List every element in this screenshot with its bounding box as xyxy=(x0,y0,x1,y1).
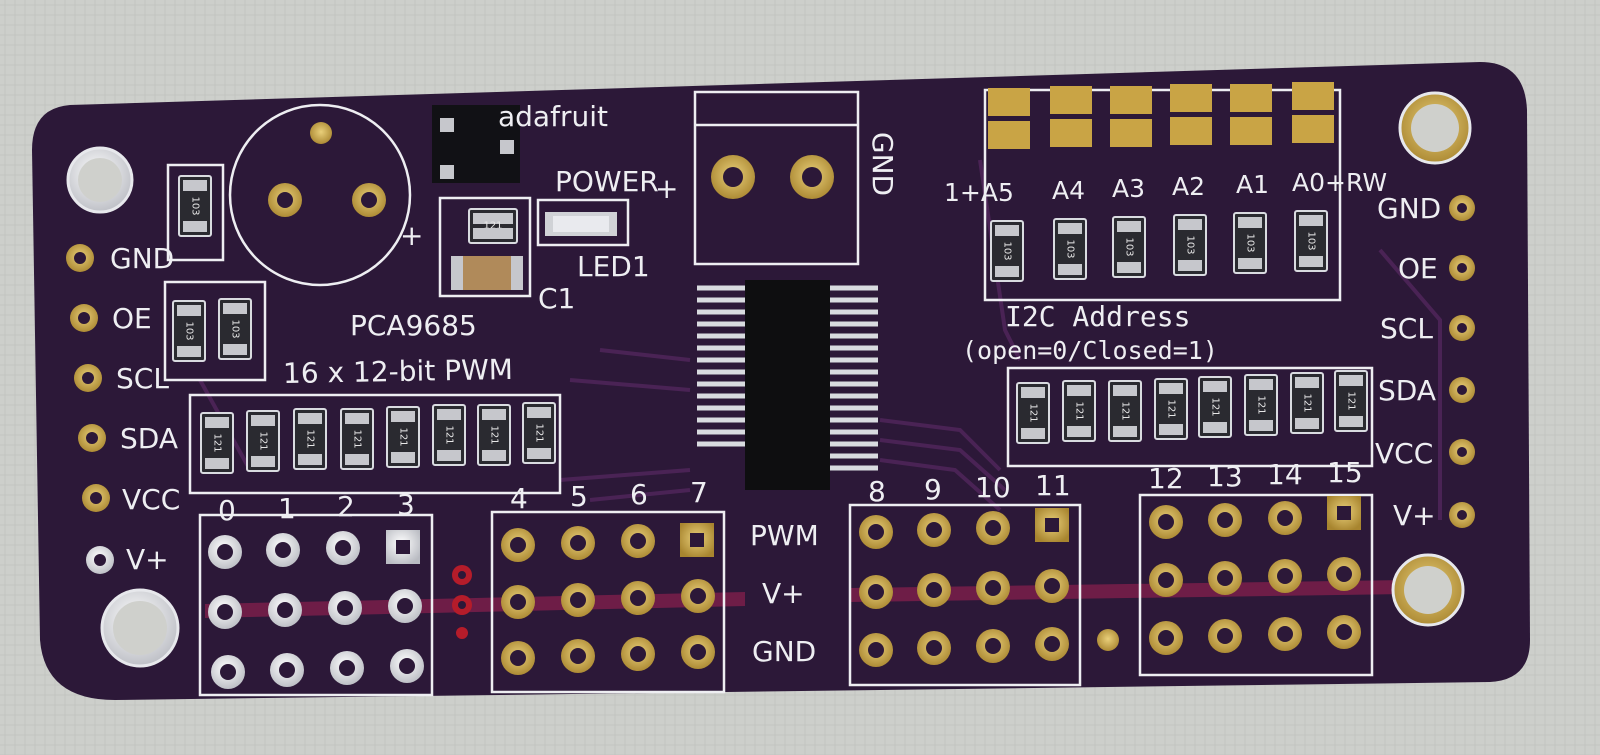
terminal-gnd-label: GND xyxy=(866,131,900,197)
row-label-pwm: PWM xyxy=(750,519,819,552)
resistor: 121 xyxy=(432,404,466,466)
capacitor-c1 xyxy=(451,256,523,290)
servo-headers-4-7 xyxy=(501,523,715,675)
left-pin-label: SDA xyxy=(120,422,178,455)
resistor: 121 xyxy=(340,408,374,470)
address-bit-label: A0+RW xyxy=(1292,168,1388,197)
channel-number: 9 xyxy=(924,473,942,506)
left-pin-label: GND xyxy=(110,242,175,275)
channel-number: 14 xyxy=(1267,458,1303,491)
resistor: 103 xyxy=(172,300,206,362)
silkscreen-lines xyxy=(163,88,1374,697)
brand-logo-text: adafruit xyxy=(498,100,608,133)
address-bit-label: 1+A5 xyxy=(944,178,1014,207)
left-pin-label: SCL xyxy=(116,362,169,395)
servo-headers-0-3 xyxy=(208,530,424,689)
terminal-block-holes xyxy=(711,155,834,199)
resistor: 121 xyxy=(386,406,420,468)
row-label-gnd: GND xyxy=(752,635,817,668)
address-bit-label: A2 xyxy=(1172,172,1206,201)
row-label-vplus: V+ xyxy=(762,577,805,610)
channel-number: 8 xyxy=(868,475,886,508)
chip-name-label: PCA9685 xyxy=(350,309,477,342)
address-jumper-pads xyxy=(988,82,1334,149)
channel-number: 0 xyxy=(218,494,236,527)
resistor: 103 xyxy=(218,298,252,360)
right-pin-label: GND xyxy=(1377,192,1442,225)
i2c-address-note: (open=0/Closed=1) xyxy=(962,336,1218,365)
resistor: 121 xyxy=(1062,380,1096,442)
resistor: 103 xyxy=(178,175,212,237)
resistor: 103 xyxy=(1294,210,1328,272)
resistor: 121 xyxy=(1154,378,1188,440)
channel-number: 2 xyxy=(337,490,355,523)
resistor: 121 xyxy=(1244,374,1278,436)
resistor: 103 xyxy=(1173,214,1207,276)
channel-number: 3 xyxy=(397,488,415,521)
capacitor-footprint xyxy=(268,122,386,217)
channel-number: 1 xyxy=(278,492,296,525)
left-pin-label: V+ xyxy=(126,543,169,576)
right-pin-label: SDA xyxy=(1378,374,1436,407)
resistor: 121 xyxy=(293,408,327,470)
left-pin-label: OE xyxy=(112,302,152,335)
resistor: 103 xyxy=(990,220,1024,282)
resistor: 121 xyxy=(522,402,556,464)
right-pin-label: SCL xyxy=(1380,312,1433,345)
c1-label: C1 xyxy=(538,282,576,315)
channel-number: 15 xyxy=(1327,456,1363,489)
led1-label: LED1 xyxy=(577,250,650,283)
resistor: 103 xyxy=(1112,216,1146,278)
side-pin-header-right xyxy=(1449,195,1475,528)
polarity-jumper xyxy=(432,105,520,183)
resistor: 121 xyxy=(1016,382,1050,444)
right-pin-label: OE xyxy=(1398,252,1438,285)
board-subtitle: 16 x 12-bit PWM xyxy=(282,352,514,391)
mounting-holes xyxy=(66,91,1472,668)
resistor: 121 xyxy=(1108,380,1142,442)
power-led-label: POWER xyxy=(555,165,659,198)
resistor: 121 xyxy=(468,208,518,244)
cap-polarity-plus: + xyxy=(400,219,424,252)
right-pin-label: V+ xyxy=(1393,499,1436,532)
resistor: 121 xyxy=(1290,372,1324,434)
channel-number: 12 xyxy=(1148,462,1184,495)
resistor: 121 xyxy=(477,404,511,466)
resistor: 121 xyxy=(200,412,234,474)
channel-number: 4 xyxy=(510,482,528,515)
power-led xyxy=(545,212,617,236)
channel-number: 13 xyxy=(1207,460,1243,493)
resistor: 121 xyxy=(1198,376,1232,438)
address-bit-label: A3 xyxy=(1112,174,1146,203)
channel-number: 6 xyxy=(630,478,648,511)
servo-headers-12-15 xyxy=(1149,496,1361,655)
channel-number: 11 xyxy=(1035,469,1071,502)
resistor: 103 xyxy=(1233,212,1267,274)
side-pin-header-left xyxy=(66,244,114,574)
servo-headers-8-11 xyxy=(859,508,1119,667)
red-vias xyxy=(452,565,472,639)
resistor: 121 xyxy=(246,410,280,472)
pca9685-chip xyxy=(697,280,878,490)
right-pin-label: VCC xyxy=(1375,437,1434,470)
channel-number: 10 xyxy=(975,471,1011,504)
address-bit-label: A4 xyxy=(1052,176,1086,205)
resistor: 121 xyxy=(1334,370,1368,432)
channel-number: 5 xyxy=(570,480,588,513)
i2c-address-title: I2C Address xyxy=(1005,300,1191,333)
resistor: 103 xyxy=(1053,218,1087,280)
channel-number: 7 xyxy=(690,476,708,509)
left-pin-label: VCC xyxy=(122,483,181,516)
terminal-polarity-plus: + xyxy=(655,172,679,205)
address-bit-label: A1 xyxy=(1236,170,1270,199)
